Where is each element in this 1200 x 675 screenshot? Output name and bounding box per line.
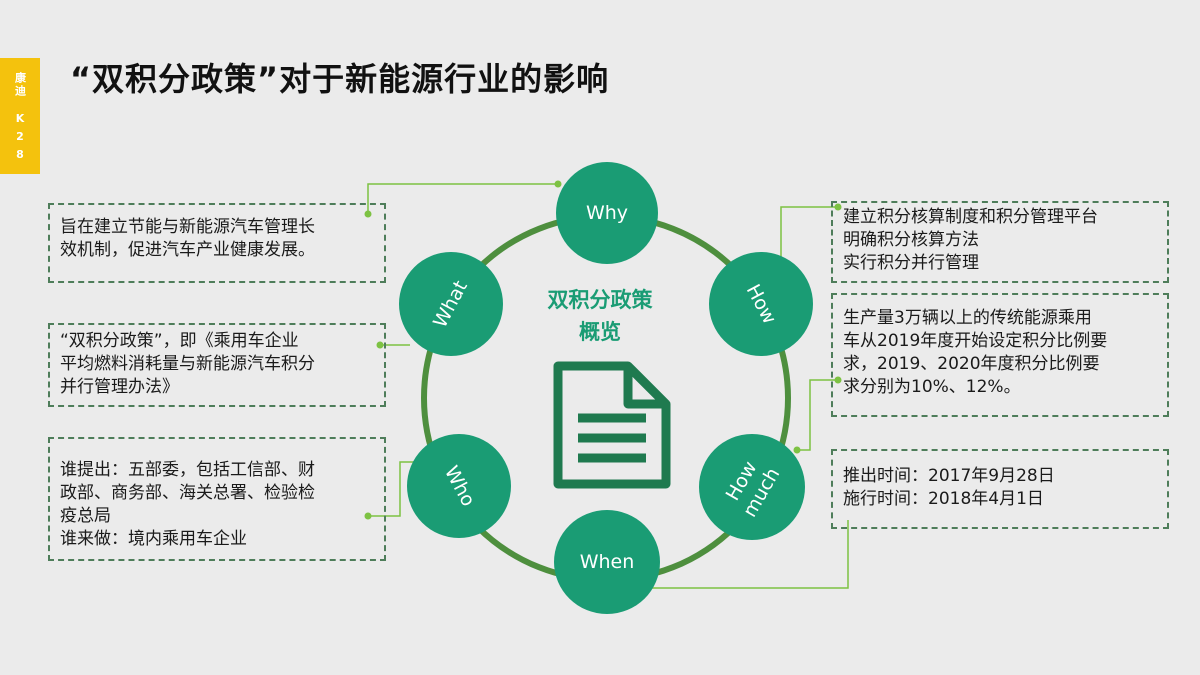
box-when-line: 推出时间：2017年9月28日 (843, 466, 1055, 486)
connector-why (367, 183, 558, 214)
box-who-line: 谁来做：境内乘用车企业 (60, 529, 247, 549)
box-why-line: 旨在建立节能与新能源汽车管理长 (60, 217, 315, 237)
box-how-much-line: 生产量3万辆以上的传统能源乘用 (843, 308, 1092, 328)
box-who: 谁提出：五部委，包括工信部、财 政部、商务部、海关总署、检验检 疫总局 谁来做：… (48, 437, 386, 561)
box-when: 推出时间：2017年9月28日 施行时间：2018年4月1日 (831, 449, 1169, 529)
box-when-line: 施行时间：2018年4月1日 (843, 489, 1044, 509)
node-why-label: Why (585, 201, 629, 224)
box-what-line: 并行管理办法》 (60, 377, 179, 397)
node-when-label: When (579, 550, 635, 573)
node-what-label: What (429, 276, 472, 331)
box-how: 建立积分核算制度和积分管理平台 明确积分核算方法 实行积分并行管理 (831, 201, 1169, 283)
node-who-label: Who (439, 461, 480, 510)
box-what: “双积分政策”，即《乘用车企业 平均燃料消耗量与新能源汽车积分 并行管理办法》 (48, 323, 386, 407)
center-title-line2: 概览 (579, 320, 621, 344)
node-when: When (554, 510, 660, 614)
page-title: “双积分政策”对于新能源行业的影响 (70, 60, 610, 98)
node-how: How (709, 252, 813, 356)
box-how-much-line: 求，2019、2020年度积分比例要 (843, 354, 1100, 374)
box-why: 旨在建立节能与新能源汽车管理长 效机制，促进汽车产业健康发展。 (48, 203, 386, 283)
center-title: 双积分政策 概览 (520, 284, 680, 348)
box-how-much-line: 车从2019年度开始设定积分比例要 (843, 331, 1108, 351)
document-icon (553, 361, 671, 489)
box-why-line: 效机制，促进汽车产业健康发展。 (60, 240, 315, 260)
center-title-line1: 双积分政策 (547, 288, 653, 312)
node-who: Who (407, 434, 511, 538)
box-who-line: 谁提出：五部委，包括工信部、财 (60, 460, 315, 480)
box-how-line: 建立积分核算制度和积分管理平台 (843, 207, 1098, 227)
side-tag: 康迪 K28 (0, 58, 40, 174)
box-how-much-line: 求分别为10%、12%。 (843, 377, 1021, 397)
node-how-much-label: How much (721, 457, 785, 521)
box-who-line: 疫总局 (60, 506, 111, 526)
connector-when (625, 520, 849, 589)
node-how-label: How (741, 280, 781, 328)
box-how-line: 明确积分核算方法 (843, 230, 979, 250)
box-what-line: “双积分政策”，即《乘用车企业 (60, 331, 299, 351)
side-tag-line1: 康迪 (13, 72, 27, 98)
box-what-line: 平均燃料消耗量与新能源汽车积分 (60, 354, 315, 374)
node-why: Why (556, 162, 658, 264)
box-how-much: 生产量3万辆以上的传统能源乘用 车从2019年度开始设定积分比例要 求，2019… (831, 293, 1169, 417)
box-who-line: 政部、商务部、海关总署、检验检 (60, 483, 315, 503)
node-what: What (399, 252, 503, 356)
connector-how-much (797, 379, 838, 451)
side-tag-line2: K28 (13, 112, 27, 166)
node-how-much: How much (699, 434, 805, 540)
box-how-line: 实行积分并行管理 (843, 253, 979, 273)
